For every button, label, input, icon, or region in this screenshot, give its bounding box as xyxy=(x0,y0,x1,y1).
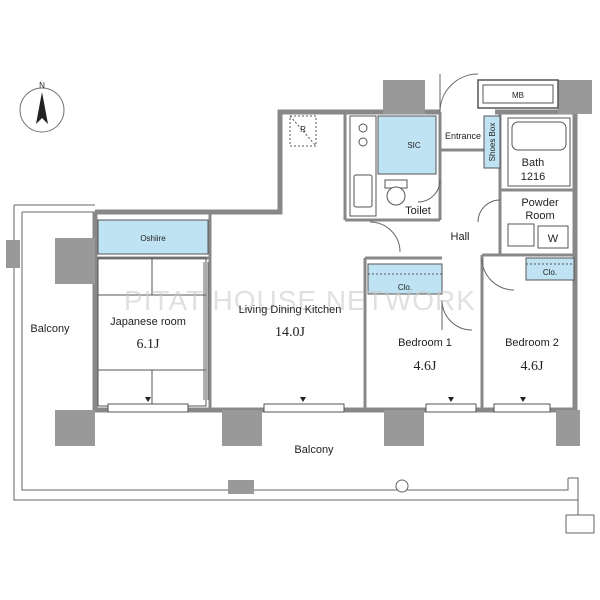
bedroom-2-size: 4.6J xyxy=(521,359,545,374)
bathtub xyxy=(507,117,571,187)
bedroom-2-label: Bedroom 2 xyxy=(505,337,559,349)
toilet-fixture xyxy=(384,179,408,206)
refrigerator-label: R xyxy=(300,125,306,134)
kitchen xyxy=(349,115,377,217)
bedroom-1-size: 4.6J xyxy=(414,359,438,374)
closet-1-label: Clo. xyxy=(398,283,412,292)
window-arrows xyxy=(145,397,526,402)
oshiire-label: Oshiire xyxy=(140,234,166,243)
bedroom-1-label: Bedroom 1 xyxy=(398,337,452,349)
sic-label: SIC xyxy=(407,141,421,150)
pillars xyxy=(55,80,592,446)
bedroom-doors xyxy=(441,257,515,331)
exterior-walls xyxy=(92,109,578,413)
ldk-size: 14.0J xyxy=(275,325,306,340)
hall-door xyxy=(369,221,401,253)
vanity xyxy=(507,223,569,249)
jp-sliding-door xyxy=(203,262,209,400)
shoes-box-label: Shoes Box xyxy=(488,123,497,162)
closet-1 xyxy=(367,263,443,295)
washer-label: W xyxy=(548,233,559,245)
watermark: PITAT HOUSE NETWORK xyxy=(124,285,476,316)
powder-door xyxy=(477,199,501,223)
oshiire-storage xyxy=(97,219,209,255)
toilet-door xyxy=(417,179,441,203)
hall-label: Hall xyxy=(451,231,470,243)
balcony-outline xyxy=(13,204,595,534)
meter-box xyxy=(477,79,559,109)
balcony-posts xyxy=(6,240,409,494)
tatami-mats xyxy=(97,257,207,407)
bath-label: Bath xyxy=(522,157,545,169)
compass-icon xyxy=(19,87,65,133)
japanese-room-size: 6.1J xyxy=(137,337,161,352)
interior-walls xyxy=(95,112,575,410)
ldk-label: Living Dining Kitchen xyxy=(239,304,342,316)
entrance-door xyxy=(439,73,479,113)
compass-north-label: N xyxy=(39,81,45,90)
balcony-left-label: Balcony xyxy=(30,323,70,335)
mb-label: MB xyxy=(512,91,524,100)
powder-room-label-1: Powder xyxy=(521,197,559,209)
shoes-box xyxy=(483,115,501,169)
sic-storage xyxy=(377,115,437,175)
powder-room-label-2: Room xyxy=(525,210,554,222)
closet-2-label: Clo. xyxy=(543,268,557,277)
japanese-room-label: Japanese room xyxy=(110,316,186,328)
windows xyxy=(107,403,551,413)
bath-size: 1216 xyxy=(521,171,545,183)
entrance-label: Entrance xyxy=(445,131,481,141)
toilet-label: Toilet xyxy=(405,205,431,217)
refrigerator xyxy=(289,115,317,147)
balcony-bottom-label: Balcony xyxy=(294,444,334,456)
